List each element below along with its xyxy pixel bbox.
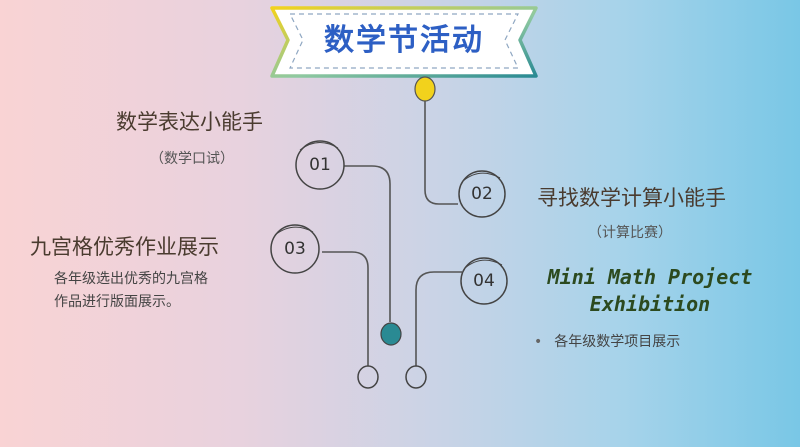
node-03-label: 03 bbox=[284, 239, 306, 259]
activity-04-bullet-text: 各年级数学项目展示 bbox=[554, 334, 681, 350]
activity-04-title-line-2: Exhibition bbox=[589, 292, 711, 316]
activity-04-title-line-1: Mini Math Project bbox=[547, 265, 753, 289]
terminal-right-icon bbox=[405, 365, 427, 389]
node-04-label: 04 bbox=[473, 271, 495, 291]
activity-04-bullet: • 各年级数学项目展示 bbox=[534, 331, 680, 351]
page-title: 数学节活动 bbox=[324, 23, 484, 58]
activity-01-title: 数学表达小能手 bbox=[116, 110, 263, 134]
node-03-circle bbox=[270, 224, 320, 274]
node-04-circle bbox=[460, 257, 508, 305]
activity-03-description: 各年级选出优秀的九宫格 作品进行版面展示。 bbox=[54, 268, 208, 314]
yellow-dot-icon bbox=[414, 76, 436, 102]
node-01-label: 01 bbox=[309, 155, 331, 175]
activity-03-title: 九宫格优秀作业展示 bbox=[30, 235, 219, 259]
node-02-circle bbox=[458, 170, 506, 218]
activity-01-subtitle: （数学口试） bbox=[150, 151, 234, 167]
node-02-label: 02 bbox=[471, 184, 493, 204]
line-to-03 bbox=[322, 251, 369, 366]
bullet-icon: • bbox=[534, 334, 543, 350]
activity-03-line-2: 作品进行版面展示。 bbox=[54, 294, 180, 310]
activity-02-subtitle: （计算比赛） bbox=[588, 225, 672, 241]
line-to-02 bbox=[424, 98, 458, 205]
teal-dot-icon bbox=[380, 322, 402, 346]
title-banner bbox=[270, 6, 538, 78]
terminal-left-icon bbox=[357, 365, 379, 389]
line-to-04 bbox=[415, 271, 462, 366]
activity-03-line-1: 各年级选出优秀的九宫格 bbox=[54, 271, 208, 287]
activity-04-title: Mini Math Project Exhibition bbox=[530, 264, 770, 318]
node-01-circle bbox=[295, 140, 345, 190]
line-to-01 bbox=[344, 165, 391, 322]
activity-02-title: 寻找数学计算小能手 bbox=[537, 186, 726, 210]
